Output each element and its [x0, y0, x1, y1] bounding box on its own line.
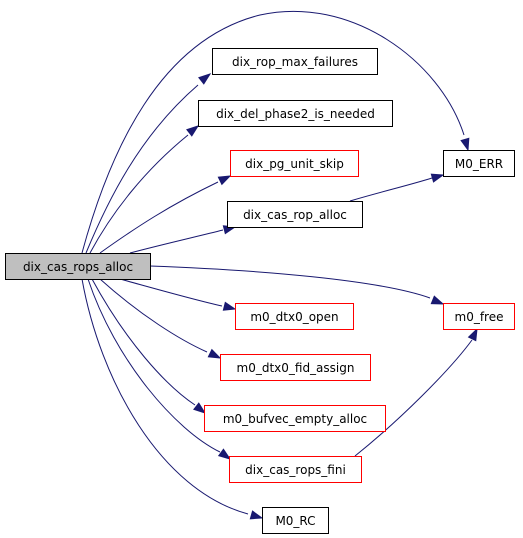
edge-root-to-max_failures: [85, 73, 212, 254]
edge-root-to-phase2: [89, 125, 200, 254]
node-box: [443, 150, 515, 177]
node-box: [227, 201, 363, 228]
node-label: dix_del_phase2_is_needed: [216, 107, 375, 121]
node-max-failures[interactable]: dix_rop_max_failures: [212, 48, 378, 75]
edge-root-to-bufvec: [91, 278, 207, 414]
edge-line: [91, 278, 196, 406]
edge-line: [99, 181, 219, 254]
edge-root-to-m0_err: [81, 10, 470, 254]
node-cas-rop-alloc[interactable]: dix_cas_rop_alloc: [227, 201, 363, 228]
node-box: [230, 150, 359, 177]
arrowhead: [207, 348, 222, 359]
node-box: [235, 303, 354, 330]
node-box: [5, 253, 151, 280]
edge-root-to-rops_fini: [87, 278, 232, 460]
node-label: M0_ERR: [455, 157, 503, 171]
node-label: M0_RC: [275, 514, 315, 528]
edge-line: [149, 265, 431, 299]
node-box: [204, 405, 386, 432]
arrowhead: [249, 510, 264, 520]
node-fid-assign[interactable]: m0_dtx0_fid_assign: [220, 354, 371, 381]
edge-line: [81, 278, 249, 515]
node-label: m0_bufvec_empty_alloc: [223, 412, 367, 426]
node-box: [229, 456, 362, 483]
edge-root-to-fid_assign: [99, 278, 222, 359]
node-m0-err[interactable]: M0_ERR: [443, 150, 515, 177]
arrowhead: [217, 175, 232, 186]
arrowhead: [186, 125, 200, 137]
edge-root-to-cas_rop_alloc: [129, 225, 237, 254]
arrowhead: [193, 402, 207, 414]
node-label: dix_pg_unit_skip: [245, 157, 344, 171]
edge-root-to-pg_unit_skip: [99, 175, 232, 254]
node-box: [220, 354, 371, 381]
arrowhead: [430, 295, 445, 305]
node-label: dix_cas_rops_fini: [245, 463, 346, 477]
node-root: dix_cas_rops_alloc: [5, 253, 151, 280]
arrowhead: [460, 137, 470, 152]
edge-line: [354, 339, 473, 457]
edge-line: [85, 84, 199, 254]
node-label: m0_free: [455, 310, 504, 324]
node-box: [198, 100, 393, 127]
arrowhead: [222, 301, 237, 311]
node-box: [262, 507, 329, 534]
node-box: [212, 48, 378, 75]
arrowhead: [430, 173, 445, 183]
edge-cas_rop_alloc-to-m0_err: [349, 173, 445, 202]
edge-root-to-m0_free: [149, 265, 445, 305]
node-label: dix_cas_rops_alloc: [23, 260, 133, 274]
edge-line: [129, 229, 224, 254]
edge-line: [349, 177, 433, 202]
edge-root-to-m0_rc: [81, 278, 264, 520]
node-m0-rc[interactable]: M0_RC: [262, 507, 329, 534]
edge-line: [87, 278, 221, 453]
arrowhead: [198, 73, 212, 85]
node-rops-fini[interactable]: dix_cas_rops_fini: [229, 456, 362, 483]
edge-line: [99, 278, 208, 353]
edge-line: [119, 278, 223, 307]
node-layer: dix_cas_rops_alloc dix_rop_max_failuresdi…: [5, 48, 515, 534]
arrowhead: [217, 448, 232, 460]
edge-line: [81, 10, 465, 254]
node-label: m0_dtx0_fid_assign: [237, 361, 355, 375]
node-label: dix_rop_max_failures: [232, 55, 358, 69]
node-pg-unit-skip[interactable]: dix_pg_unit_skip: [230, 150, 359, 177]
edge-rops_fini-to-m0_free: [354, 327, 478, 457]
arrowhead: [467, 327, 478, 342]
node-phase2[interactable]: dix_del_phase2_is_needed: [198, 100, 393, 127]
node-m0-free[interactable]: m0_free: [443, 303, 515, 330]
node-bufvec[interactable]: m0_bufvec_empty_alloc: [204, 405, 386, 432]
edge-root-to-dtx0_open: [119, 278, 237, 311]
node-label: m0_dtx0_open: [250, 310, 338, 324]
node-dtx0-open[interactable]: m0_dtx0_open: [235, 303, 354, 330]
node-box: [443, 303, 515, 330]
node-label: dix_cas_rop_alloc: [243, 208, 347, 222]
edge-line: [89, 134, 189, 254]
